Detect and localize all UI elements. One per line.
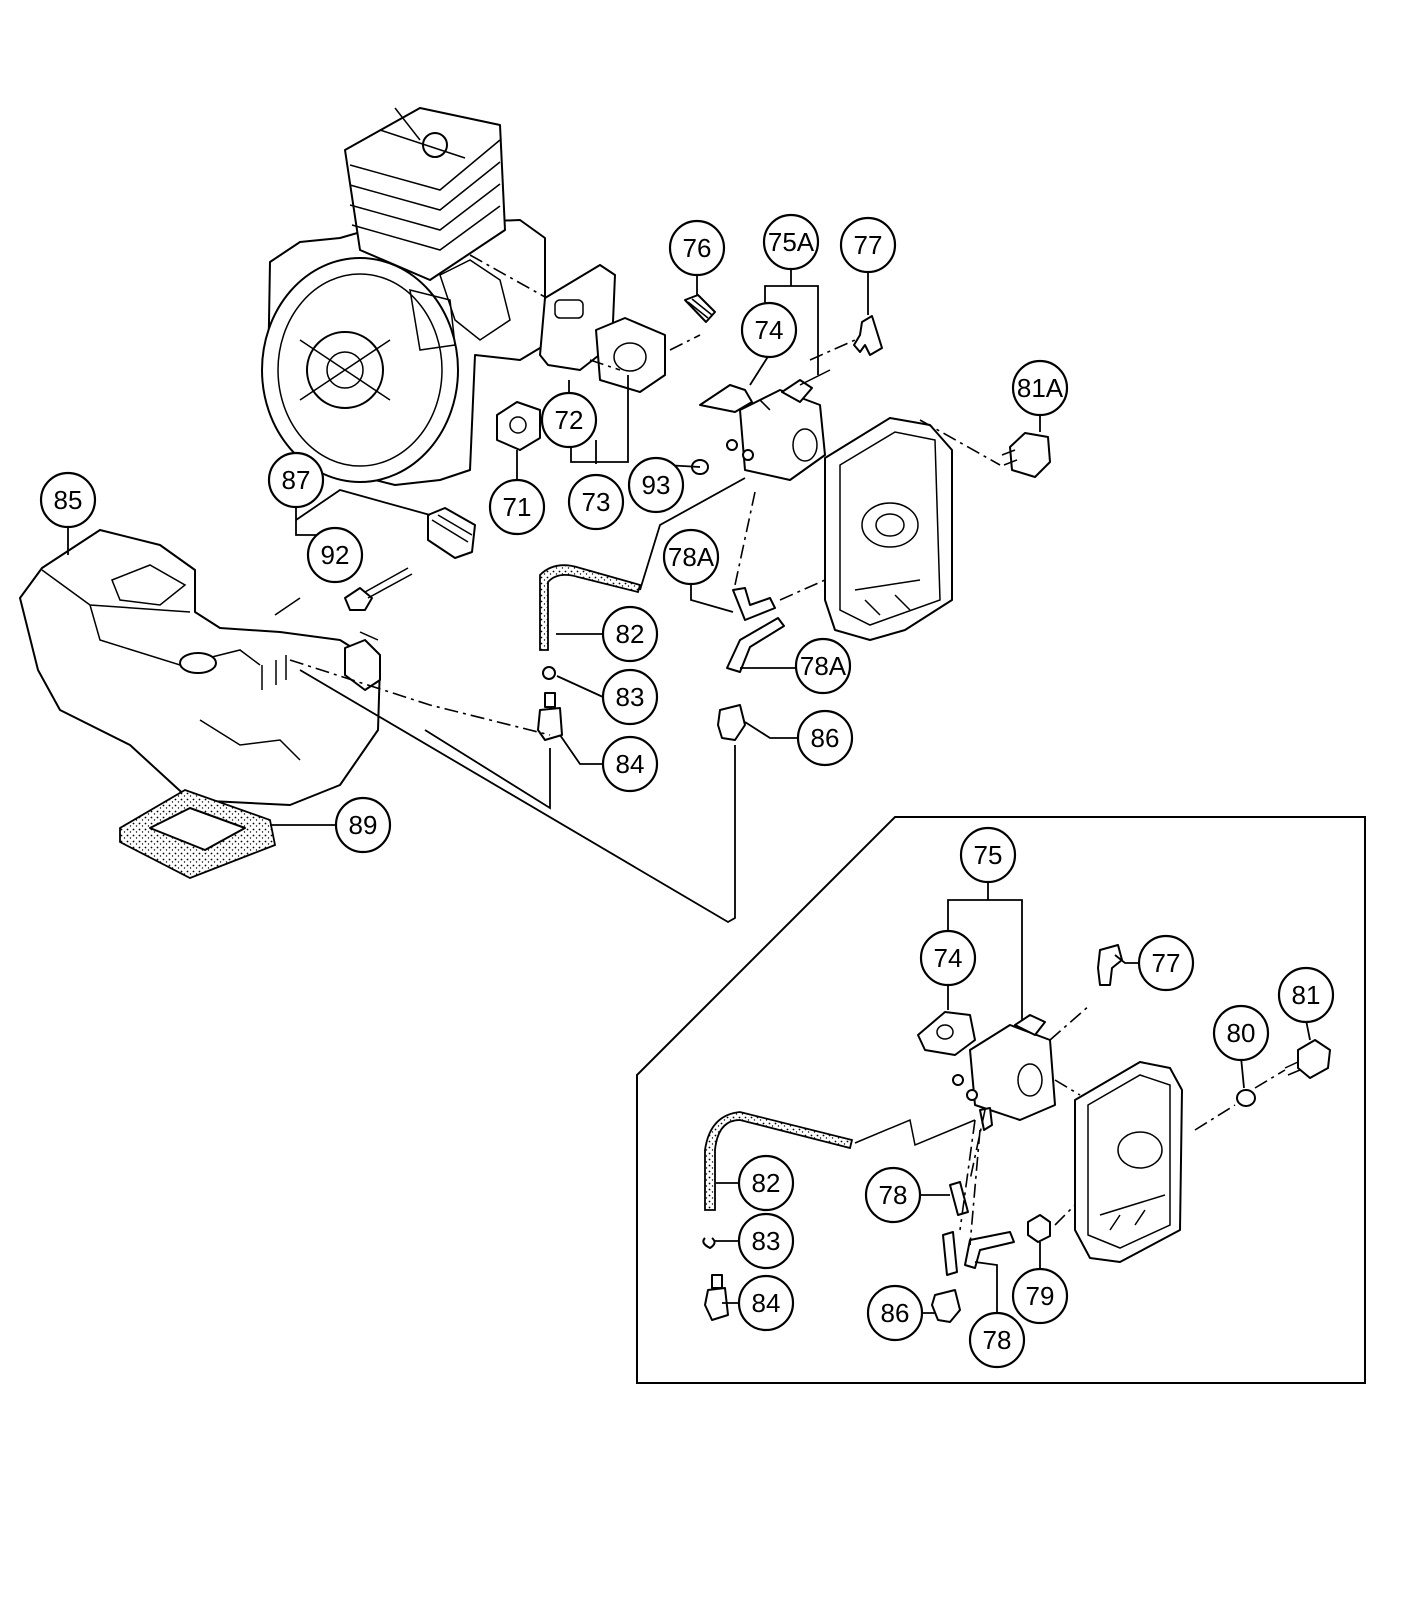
svg-text:76: 76 — [683, 233, 712, 263]
knob-81A — [1009, 432, 1051, 478]
callout-86-inset: 86 — [866, 1284, 924, 1342]
fuel-pipe-82-main — [539, 564, 642, 651]
ring-83-inset — [702, 1237, 716, 1249]
svg-text:82: 82 — [752, 1168, 781, 1198]
callout-92: 92 — [306, 526, 364, 584]
washer-80 — [1236, 1089, 1256, 1107]
knob-81 — [1297, 1039, 1331, 1079]
plate-89 — [119, 789, 277, 879]
callout-93: 93 — [627, 456, 685, 514]
air-cleaner-case — [824, 417, 953, 641]
connection-line — [469, 254, 1001, 466]
carburetor-main — [699, 369, 831, 481]
engine-assembly — [261, 107, 546, 486]
pipe-78-mid — [942, 1231, 958, 1276]
callout-74-inset: 74 — [919, 929, 977, 987]
svg-text:77: 77 — [1152, 948, 1181, 978]
callout-74-main: 74 — [740, 301, 798, 359]
filter-84-main — [537, 707, 563, 741]
callout-75: 75 — [959, 826, 1017, 884]
callout-83-main: 83 — [601, 668, 659, 726]
svg-text:78A: 78A — [800, 651, 847, 681]
screw-76 — [684, 294, 716, 323]
svg-text:80: 80 — [1227, 1018, 1256, 1048]
svg-text:81A: 81A — [1017, 373, 1064, 403]
svg-text:84: 84 — [752, 1288, 781, 1318]
callout-82-main: 82 — [601, 605, 659, 663]
svg-text:77: 77 — [854, 230, 883, 260]
svg-text:83: 83 — [752, 1226, 781, 1256]
callout-78-upper: 78 — [864, 1166, 922, 1224]
cap-87 — [427, 507, 476, 559]
fuel-pipe-82-inset — [704, 1111, 854, 1211]
filter-86-inset — [931, 1289, 961, 1323]
svg-text:78: 78 — [879, 1180, 908, 1210]
callout-76: 76 — [668, 219, 726, 277]
pipe-78A-upper — [732, 587, 776, 621]
callout-73: 73 — [567, 473, 625, 531]
svg-text:78: 78 — [983, 1325, 1012, 1355]
throttle-lever-77-inset — [1097, 944, 1123, 986]
callout-78A-lower: 78A — [794, 637, 852, 695]
filter-86-main — [717, 704, 746, 741]
pipe-78-lower — [964, 1231, 1015, 1269]
callout-89: 89 — [334, 796, 392, 854]
insulator-73 — [595, 317, 666, 393]
callout-72: 72 — [540, 391, 598, 449]
callout-80: 80 — [1212, 1004, 1270, 1062]
callout-84-inset: 84 — [737, 1274, 795, 1332]
svg-text:74: 74 — [755, 315, 784, 345]
carburetor-inset — [917, 1011, 1056, 1131]
callout-77-inset: 77 — [1137, 934, 1195, 992]
svg-text:83: 83 — [616, 682, 645, 712]
svg-text:78A: 78A — [668, 542, 715, 572]
leader-lines — [67, 268, 1311, 1318]
svg-text:92: 92 — [321, 540, 350, 570]
callout-81A: 81A — [1011, 359, 1069, 417]
svg-text:93: 93 — [642, 470, 671, 500]
svg-text:82: 82 — [616, 619, 645, 649]
svg-text:75: 75 — [974, 840, 1003, 870]
callout-78-lower: 78 — [968, 1311, 1026, 1369]
filter-84-inset — [704, 1287, 729, 1321]
svg-text:86: 86 — [811, 723, 840, 753]
svg-text:89: 89 — [349, 810, 378, 840]
callout-87: 87 — [267, 451, 325, 509]
callout-85: 85 — [39, 471, 97, 529]
svg-text:71: 71 — [503, 492, 532, 522]
callout-79: 79 — [1011, 1267, 1069, 1325]
callout-77-main: 77 — [839, 216, 897, 274]
throttle-lever-77 — [853, 315, 883, 356]
callout-86-main: 86 — [796, 709, 854, 767]
inset-frame — [636, 816, 1366, 1384]
callout-84-main: 84 — [601, 735, 659, 793]
svg-text:75A: 75A — [768, 227, 815, 257]
svg-text:81: 81 — [1292, 980, 1321, 1010]
fuel-tank — [19, 529, 381, 806]
part-71 — [496, 401, 541, 451]
svg-text:86: 86 — [881, 1298, 910, 1328]
pipe-78A-lower — [726, 617, 785, 673]
callout-83-inset: 83 — [737, 1212, 795, 1270]
callout-75A: 75A — [762, 213, 820, 271]
callout-82-inset: 82 — [737, 1154, 795, 1212]
callout-81: 81 — [1277, 966, 1335, 1024]
ring-83-main — [542, 666, 556, 680]
svg-text:74: 74 — [934, 943, 963, 973]
air-cleaner-inset — [1074, 1061, 1183, 1263]
nut-79 — [1027, 1214, 1051, 1243]
callout-78A-upper: 78A — [662, 528, 720, 586]
svg-text:73: 73 — [582, 487, 611, 517]
svg-text:87: 87 — [282, 465, 311, 495]
svg-text:79: 79 — [1026, 1281, 1055, 1311]
svg-text:84: 84 — [616, 749, 645, 779]
callout-71: 71 — [488, 478, 546, 536]
svg-text:72: 72 — [555, 405, 584, 435]
svg-text:85: 85 — [54, 485, 83, 515]
strap-92 — [344, 587, 373, 611]
